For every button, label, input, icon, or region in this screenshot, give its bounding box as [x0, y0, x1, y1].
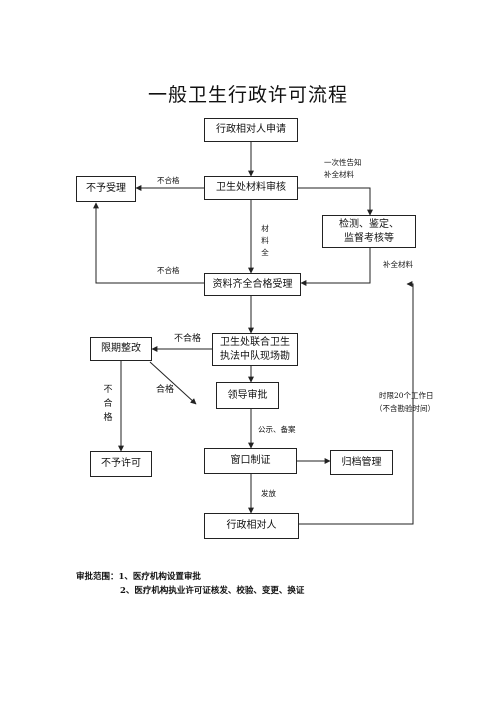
node-final: 行政相对人 — [204, 513, 299, 539]
node-rectify: 限期整改 — [90, 337, 152, 361]
node-inspect: 检测、鉴定、监督考核等 — [322, 215, 416, 248]
node-apply: 行政相对人申请 — [204, 118, 298, 142]
label-notify-line2: 补全材料 — [324, 170, 354, 179]
label-issue: 发放 — [261, 489, 276, 498]
label-unqualified-accept: 不合格 — [157, 266, 180, 275]
label-notify-line1: 一次性告知 — [324, 158, 362, 167]
arrow-inspect-to-accept — [300, 248, 371, 286]
page-title: 一般卫生行政许可流程 — [147, 84, 348, 106]
label-time-limit-line1: 时限20个工作日 — [379, 391, 434, 400]
label-supplement: 补全材料 — [383, 260, 413, 269]
node-deny: 不予许可 — [90, 451, 152, 477]
label-materials-complete: 材料全 — [261, 224, 269, 257]
node-archive: 归档管理 — [330, 450, 393, 475]
arrow-accept-to-reject — [93, 202, 204, 284]
node-window: 窗口制证 — [204, 448, 297, 474]
label-publicize: 公示、备案 — [258, 425, 296, 434]
node-leader: 领导审批 — [216, 382, 279, 409]
arrow-final-to-accept — [299, 281, 414, 525]
footer-scope-line1: 审批范围：1、医疗机构设置审批 — [76, 572, 201, 582]
node-site: 卫生处联合卫生执法中队现场勘 — [212, 333, 298, 366]
node-review: 卫生处材料审核 — [204, 176, 298, 200]
node-reject: 不予受理 — [76, 176, 136, 202]
label-unqualified-site: 不合格 — [174, 334, 202, 344]
arrow-rectify-to-leader — [149, 361, 197, 405]
footer-scope-line2: 2、医疗机构执业许可证核发、校验、变更、换证 — [120, 586, 305, 596]
label-time-limit-line2: （不含勘验时间） — [375, 404, 435, 413]
label-unqualified-rectify: 不合格 — [103, 385, 113, 423]
node-accept: 资料齐全合格受理 — [204, 273, 301, 296]
label-unqualified-review: 不合格 — [157, 176, 180, 185]
arrow-review-to-inspect — [297, 187, 373, 216]
label-qualified: 合格 — [156, 385, 175, 395]
